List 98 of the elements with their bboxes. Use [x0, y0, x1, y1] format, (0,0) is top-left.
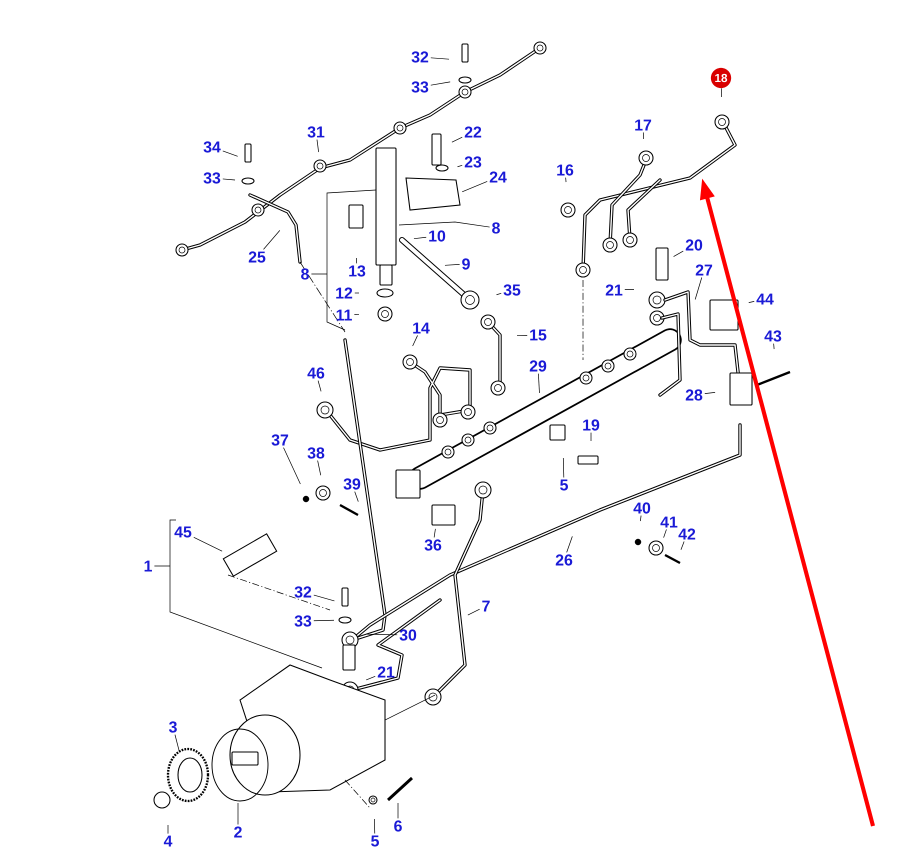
leader-line — [444, 264, 460, 266]
callout-number: 17 — [635, 120, 652, 130]
callout-number: 5 — [371, 836, 379, 847]
leader-line — [624, 289, 634, 290]
leader-line — [398, 222, 490, 228]
leader-line — [356, 258, 358, 264]
callout-number: 20 — [686, 239, 702, 251]
callout-number: 22 — [464, 126, 482, 138]
callout-number: 43 — [764, 330, 782, 342]
leader-line — [317, 460, 322, 476]
callout-number: 23 — [464, 156, 482, 168]
callout-number: 14 — [413, 322, 430, 334]
leader-line — [318, 380, 322, 392]
leader-line — [414, 236, 427, 240]
callout-number: 26 — [556, 554, 572, 566]
callout-number: 38 — [308, 447, 324, 459]
leader-line — [412, 335, 418, 346]
leader-line — [642, 132, 644, 140]
leader-line — [721, 88, 722, 98]
callout-number: 3 — [168, 721, 177, 733]
leader-line — [222, 150, 238, 157]
leader-line — [704, 392, 716, 394]
callout-number: 28 — [686, 389, 702, 401]
callout-number: 27 — [693, 262, 715, 278]
leader-line — [263, 230, 280, 250]
leader-line — [283, 447, 301, 484]
callout-number: 19 — [583, 419, 600, 431]
leader-line — [430, 57, 450, 60]
leader-line — [748, 301, 755, 303]
callout-number: 32 — [412, 51, 428, 63]
callout-number: 29 — [530, 360, 546, 372]
callout-number: 33 — [294, 615, 312, 627]
leader-line — [457, 164, 463, 168]
leader-line — [354, 314, 360, 315]
callout-number: 21 — [606, 284, 622, 296]
leader-line — [354, 491, 359, 502]
callout-number: 46 — [307, 367, 324, 379]
leader-line — [374, 818, 376, 834]
leader-line — [366, 676, 376, 680]
callout-number: 8 — [492, 222, 500, 234]
callout-number: 39 — [344, 478, 360, 490]
callout-number: 1 — [144, 560, 152, 572]
callout-number: 41 — [660, 516, 678, 528]
callout-number: 13 — [349, 265, 366, 277]
leader-line — [452, 136, 463, 143]
leader-line — [562, 458, 564, 478]
leader-line — [430, 82, 451, 86]
callout-number: 45 — [174, 526, 192, 538]
callout-number: 15 — [530, 330, 546, 341]
leader-line — [773, 343, 774, 350]
leader-line — [462, 181, 488, 192]
leader-line — [680, 541, 684, 550]
callout-number: 6 — [394, 820, 402, 832]
leader-line — [174, 734, 180, 752]
callout-number: 8 — [301, 268, 309, 280]
leader-line — [516, 335, 528, 336]
callout-number: 12 — [336, 287, 352, 299]
leader-line — [467, 608, 480, 616]
leader-line — [193, 536, 222, 552]
leader-line — [694, 277, 702, 300]
callout-number: 30 — [400, 629, 416, 641]
callout-number: 25 — [248, 251, 266, 263]
callout-number: 7 — [482, 600, 490, 612]
callout-number: 40 — [633, 502, 650, 514]
callout-number: 36 — [424, 539, 442, 551]
leader-line — [566, 536, 573, 553]
callout-number: 44 — [756, 294, 774, 304]
callout-number: 16 — [557, 164, 574, 176]
leader-line — [673, 250, 684, 257]
callout-number: 42 — [678, 528, 696, 540]
callout-number: 11 — [336, 310, 352, 320]
callout-number: 10 — [429, 230, 446, 242]
callout-number: 37 — [272, 434, 288, 446]
leader-line — [663, 529, 667, 538]
leader-line — [313, 620, 334, 622]
leader-line — [316, 139, 319, 152]
callout-number: 31 — [308, 126, 324, 138]
callout-number: 34 — [204, 141, 221, 153]
callout-number: 33 — [204, 172, 220, 184]
leader-line — [590, 432, 592, 442]
callout-number: 9 — [462, 258, 470, 270]
leader-line — [565, 177, 566, 182]
callout-number: 21 — [378, 666, 394, 678]
leader-line — [496, 292, 502, 296]
callout-number: 4 — [164, 836, 172, 846]
callout-number: 33 — [412, 81, 428, 93]
callout-number: 35 — [504, 284, 520, 296]
callout-number: 32 — [294, 586, 312, 598]
leader-line — [354, 292, 360, 294]
leader-line — [434, 528, 436, 538]
leader-line — [222, 178, 236, 180]
leader-line — [313, 594, 335, 602]
callout-number: 2 — [234, 826, 242, 838]
leader-line — [640, 515, 642, 522]
callout-number: 24 — [490, 171, 507, 183]
callout-number: 5 — [560, 480, 568, 491]
leader-line — [538, 373, 540, 394]
leader-line — [366, 634, 398, 636]
